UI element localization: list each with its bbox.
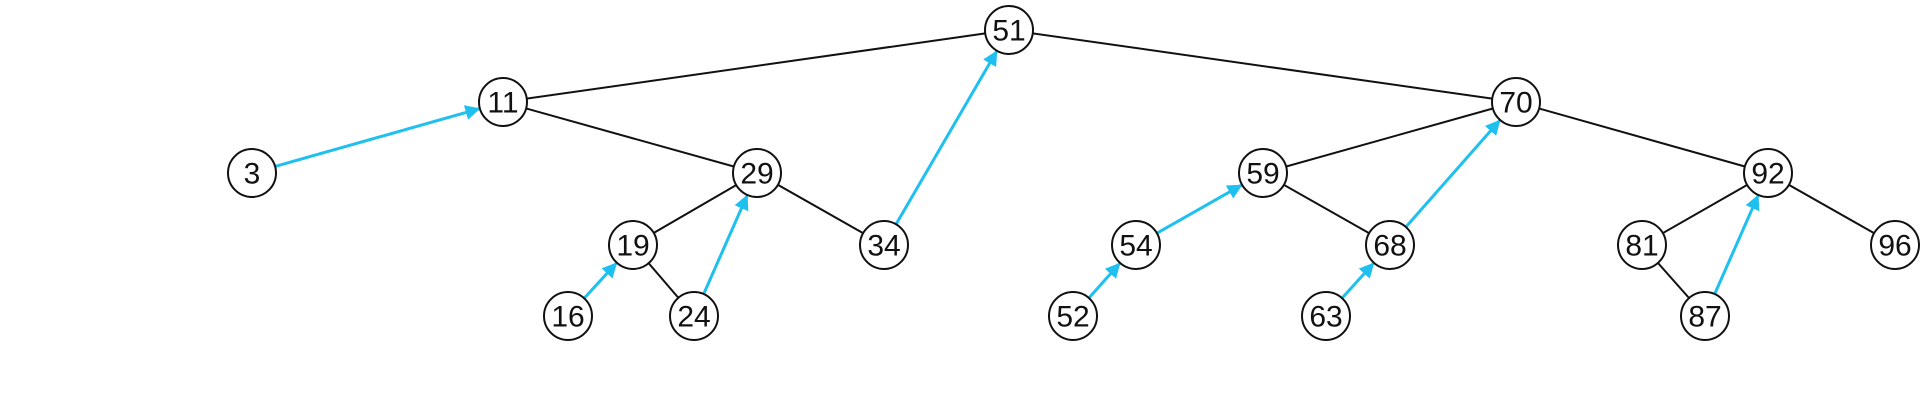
node-label: 68	[1373, 230, 1406, 263]
thread-arrow-68-to-70	[1404, 119, 1501, 228]
node-label: 52	[1056, 301, 1089, 334]
node-label: 70	[1499, 87, 1532, 120]
node-label: 16	[551, 301, 584, 334]
node-label: 63	[1309, 301, 1342, 334]
thread-arrow-24-to-29	[702, 194, 749, 295]
tree-node-16: 16	[543, 291, 593, 341]
thread-arrow-87-to-92	[1713, 194, 1760, 295]
tree-node-92: 92	[1743, 148, 1793, 198]
tree-edge-70-92	[1515, 101, 1769, 174]
node-label: 54	[1119, 230, 1152, 263]
node-circle	[543, 291, 593, 341]
node-label: 24	[677, 301, 710, 334]
tree-node-68: 68	[1365, 220, 1415, 270]
node-label: 87	[1688, 301, 1721, 334]
tree-node-11: 11	[478, 77, 528, 127]
tree-node-19: 19	[608, 220, 658, 270]
node-circle	[732, 148, 782, 198]
tree-node-70: 70	[1491, 77, 1541, 127]
node-circle	[1238, 148, 1288, 198]
node-label: 59	[1246, 158, 1279, 191]
node-label: 96	[1878, 230, 1911, 263]
node-label: 51	[992, 15, 1025, 48]
thread-arrow-3-to-11	[274, 105, 481, 168]
node-label: 34	[867, 230, 900, 263]
thread-arrow-52-to-54	[1087, 262, 1121, 300]
tree-node-87: 87	[1680, 291, 1730, 341]
tree-edge-51-11	[502, 29, 1010, 103]
tree-node-96: 96	[1870, 220, 1920, 270]
tree-edge-11-29	[502, 101, 758, 174]
thread-links	[274, 50, 1760, 300]
node-label: 19	[616, 230, 649, 263]
node-circle	[1870, 220, 1920, 270]
node-label: 11	[487, 87, 518, 120]
node-circle	[1365, 220, 1415, 270]
node-circle	[227, 148, 277, 198]
tree-node-63: 63	[1301, 291, 1351, 341]
tree-node-81: 81	[1617, 220, 1667, 270]
node-circle	[1617, 220, 1667, 270]
node-circle	[669, 291, 719, 341]
tree-node-24: 24	[669, 291, 719, 341]
tree-edge-70-59	[1262, 101, 1517, 174]
node-circle	[1491, 77, 1541, 127]
thread-arrow-34-to-51	[894, 50, 998, 226]
node-circle	[1111, 220, 1161, 270]
node-circle	[478, 77, 528, 127]
tree-edge-51-70	[1008, 29, 1517, 103]
thread-arrow-54-to-59	[1156, 184, 1243, 235]
node-circle	[1743, 148, 1793, 198]
tree-node-29: 29	[732, 148, 782, 198]
tree-node-51: 51	[984, 5, 1034, 55]
node-circle	[984, 5, 1034, 55]
node-circle	[1048, 291, 1098, 341]
tree-node-3: 3	[227, 148, 277, 198]
node-label: 3	[244, 158, 261, 191]
node-circle	[608, 220, 658, 270]
node-circle	[1301, 291, 1351, 341]
node-label: 92	[1751, 158, 1784, 191]
thread-arrow-16-to-19	[583, 262, 618, 300]
thread-arrow-63-to-68	[1340, 262, 1375, 300]
node-circle	[1680, 291, 1730, 341]
node-label: 29	[740, 158, 773, 191]
tree-node-52: 52	[1048, 291, 1098, 341]
node-label: 81	[1625, 230, 1658, 263]
tree-node-54: 54	[1111, 220, 1161, 270]
tree-node-34: 34	[859, 220, 909, 270]
node-circle	[859, 220, 909, 270]
tree-node-59: 59	[1238, 148, 1288, 198]
tree-nodes: 51 11 70 3 29 59 92 19 34 54 68 81 96 16 24 52 63 87	[227, 5, 1920, 341]
